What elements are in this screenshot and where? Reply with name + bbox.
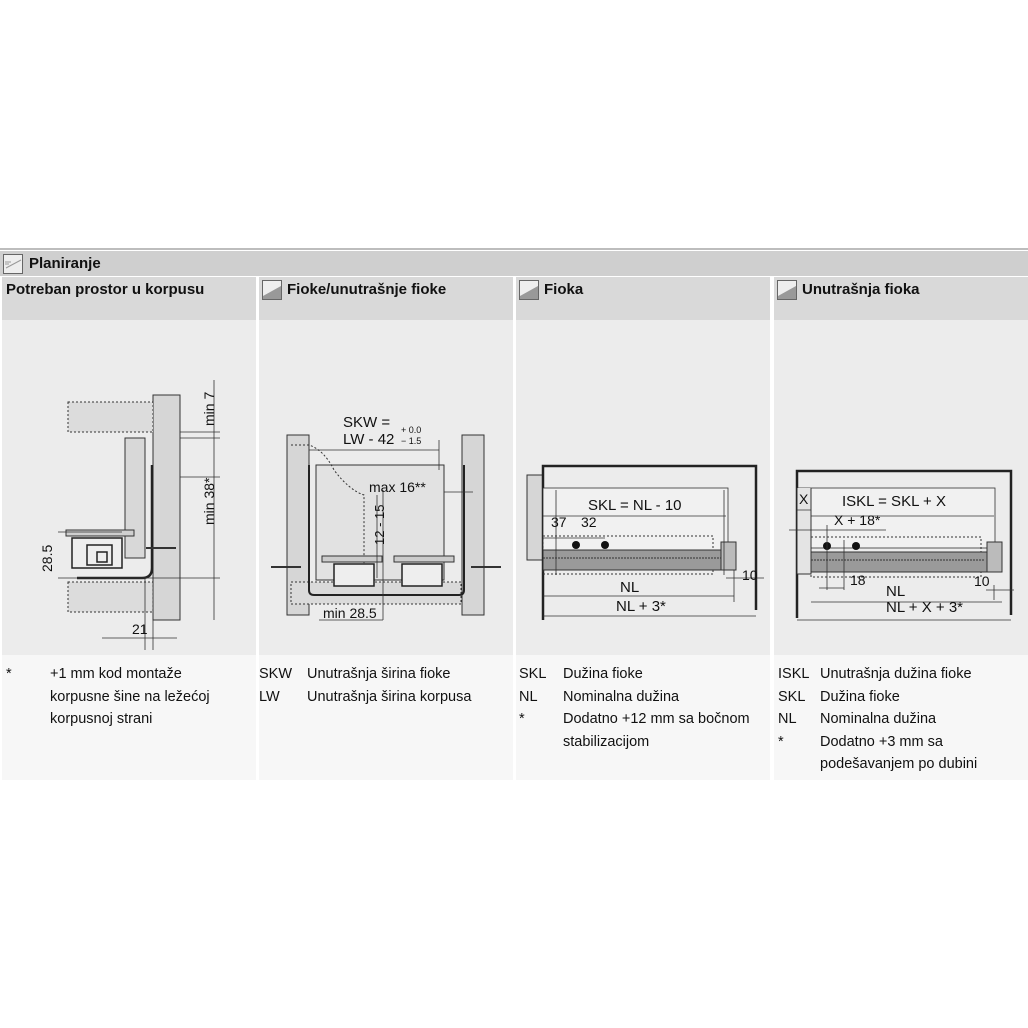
legend-text: Nominalna dužina [563,688,680,705]
legend-key: * [778,733,784,750]
legend-text: Nominalna dužina [820,711,937,727]
tolerance-minus: − 1.5 [401,436,421,446]
dim-min-7: min 7 [201,392,217,426]
legend-text: Unutrašnja širina korpusa [307,688,472,705]
panel-drawer: Fioka SKL = NL - 10 37 32 NL NL + 3* 10 … [516,277,770,780]
legend-key: SKW [259,666,293,682]
legend-text: Dodatno +3 mm sa podešavanjem po dubini [820,733,978,773]
drawers-drawing: SKW = LW - 42 + 0.0 − 1.5 max 16** 12 - … [271,414,501,621]
dim-21: 21 [132,621,148,637]
dim-max-16: max 16** [369,479,426,495]
legend-key: SKL [778,688,806,705]
dim-x: X [799,491,809,507]
legend-text: Dužina fioke [820,688,900,705]
dim-nl-3: NL + 3* [616,598,666,615]
dim-lw-42: LW - 42 [343,431,394,448]
legend-text: Unutrašnja širina fioke [307,666,451,682]
legend-key: * [6,666,12,682]
legend-text: Dodatno +12 mm sa bočnom stabilizacijom [563,711,750,750]
legend-key: ISKL [778,666,810,682]
drawer-drawing: SKL = NL - 10 37 32 NL NL + 3* 10 [526,464,764,620]
dim-10: 10 [974,573,990,589]
dim-skl: SKL = NL - 10 [588,497,682,514]
legend: SKW Unutrašnja širina fioke LW Unutrašnja … [259,655,513,780]
drawer-icon [519,280,539,300]
top-rule [0,248,1028,250]
dim-10: 10 [742,567,758,583]
legend: ISKL Unutrašnja dužina fioke SKL Dužina fi… [774,655,1028,780]
tolerance-plus: + 0.0 [401,425,421,435]
legend-key: LW [259,688,280,705]
dim-37: 37 [551,514,567,530]
panel-drawers: Fioke/unutrašnje fioke SKW = LW - 42 + 0… [259,277,513,780]
panel-title: Unutrašnja fioka [802,281,920,298]
dim-32: 32 [581,514,597,530]
section-header: Planiranje [0,251,1028,276]
panel-title: Fioka [544,281,584,298]
inner-drawer-icon [777,280,797,300]
planning-icon [3,253,23,274]
dim-12-15: 12 - 15 [372,505,387,545]
section-title: Planiranje [29,255,101,272]
legend-key: * [519,711,525,727]
legend-text: Dužina fioke [563,666,643,682]
diagram-drawers: SKW = LW - 42 + 0.0 − 1.5 max 16** 12 - … [259,320,513,655]
drawer-icon [262,280,282,300]
dim-x-18: X + 18* [834,512,881,528]
legend-key: NL [519,688,538,705]
legend: * +1 mm kod montaže korpusne šine na leže… [2,655,256,780]
dim-min-38: min 38* [201,477,217,525]
panel-cabinet-space: Potreban prostor u korpusu min 7 min 38*… [2,277,256,780]
diagram-cabinet-space: min 7 min 38* 28.5 21 [2,320,256,655]
legend-text: Unutrašnja dužina fioke [820,666,972,682]
dim-nl: NL [886,583,905,600]
legend: SKL Dužina fioke NL Nominalna dužina * Doda… [516,655,770,780]
dim-nl-x-3: NL + X + 3* [886,599,963,616]
cabinet-space-drawing: min 7 min 38* 28.5 21 [39,380,220,650]
panel-inner-drawer: Unutrašnja fioka X ISKL = SKL + X X + 18… [774,277,1028,780]
legend-key: NL [778,711,797,727]
dim-min-28-5: min 28.5 [323,605,377,621]
dim-nl: NL [620,579,639,596]
dim-18: 18 [850,572,866,588]
panel-title: Potreban prostor u korpusu [6,281,205,298]
diagram-inner-drawer: X ISKL = SKL + X X + 18* 18 NL 10 NL + X… [774,320,1028,655]
legend-key: SKL [519,666,547,682]
legend-text: +1 mm kod montaže korpusne šine na ležeć… [50,666,210,727]
dim-skw: SKW = [343,414,390,431]
inner-drawer-drawing: X ISKL = SKL + X X + 18* 18 NL 10 NL + X… [789,469,1014,621]
diagram-drawer: SKL = NL - 10 37 32 NL NL + 3* 10 [516,320,770,655]
panel-title: Fioke/unutrašnje fioke [287,281,447,298]
dim-28-5: 28.5 [39,545,55,572]
dim-iskl: ISKL = SKL + X [842,493,946,510]
